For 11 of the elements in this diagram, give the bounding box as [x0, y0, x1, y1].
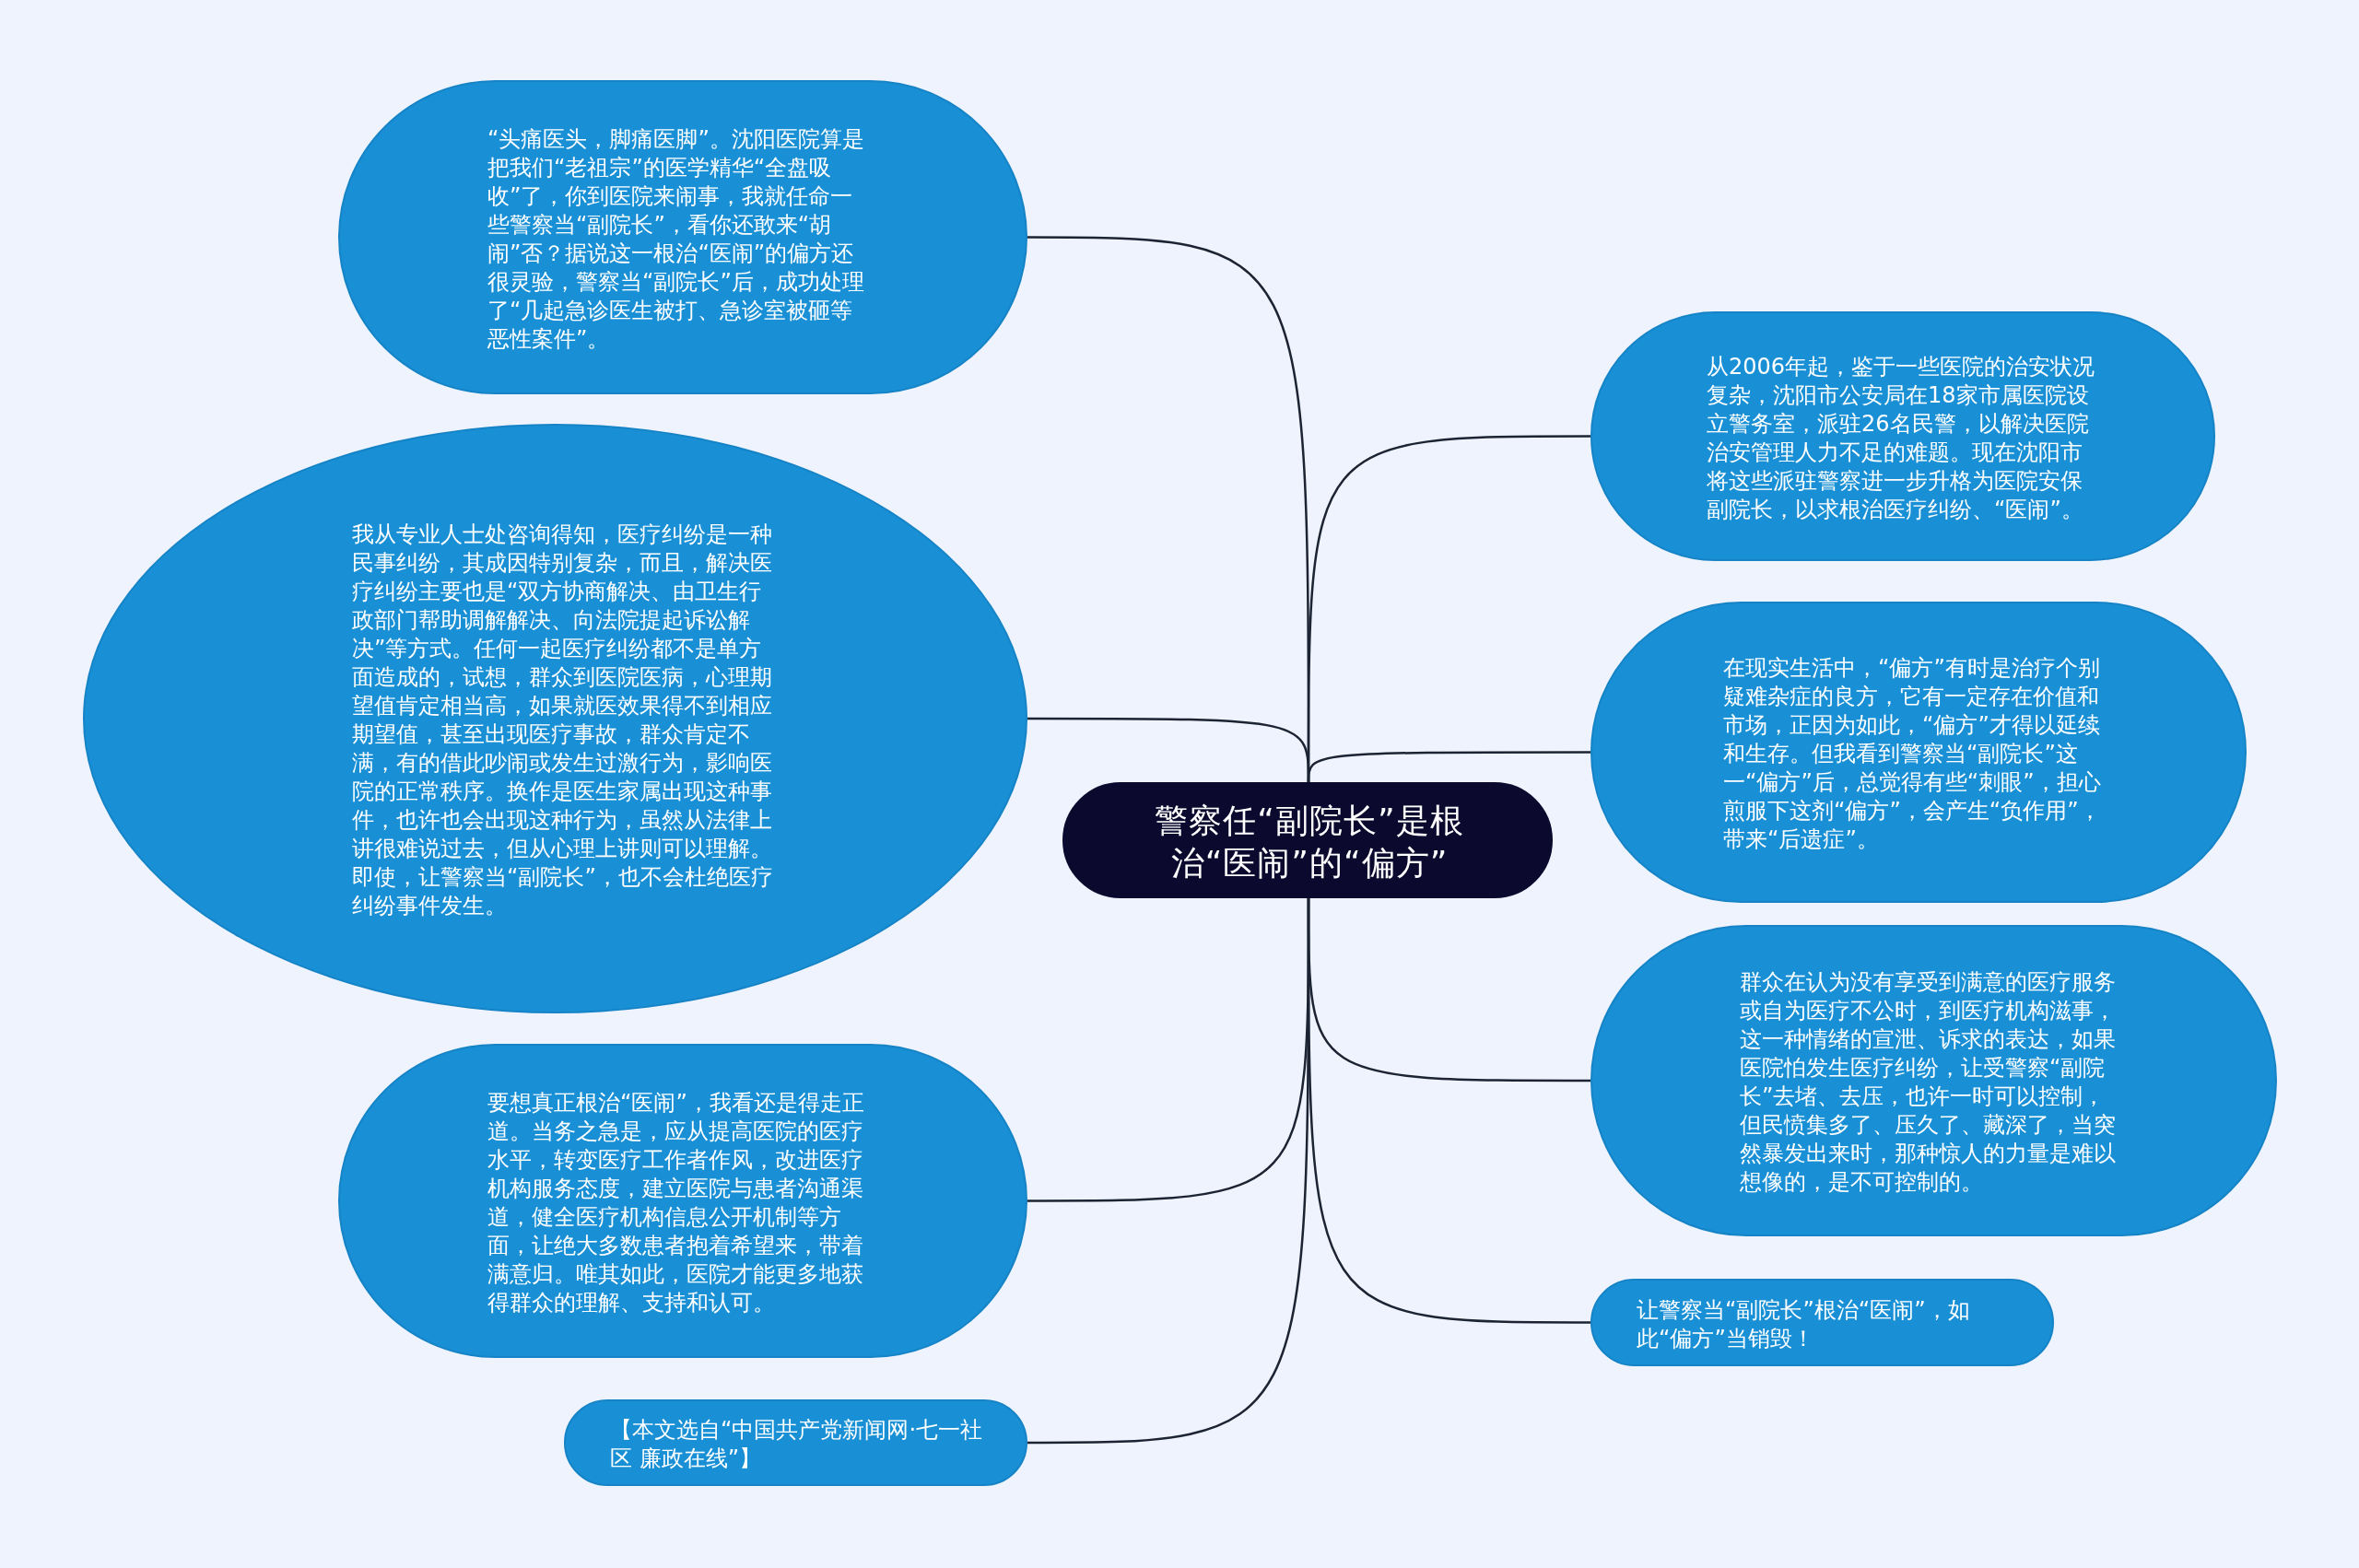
topic-title: 警察任“副院长”是根治“医闹”的“偏方” [1154, 801, 1465, 883]
bubble-text: 从2006年起，鉴于一些医院的治安状况复杂，沈阳市公安局在18家市属医院设立警务室，派驻26名民警，以解决医院治安管理人力不足的难题。现在沈阳市将这些派驻警察进一步升格为医院安保副院长，以求根治医疗纠纷、“医闹”。 [1707, 352, 2096, 524]
bubble-text: 群众在认为没有享受到满意的医疗服务或自为医疗不公时，到医疗机构滋事，这一种情绪的宣泄、诉求的表达，如果医院怕发生医疗纠纷，让受警察“副院长”去堵、去压，也许一时可以控制，但民愤集多了、压久了、藏深了，当突然暴发出来时，那种惊人的力量是难以想像的，是不可控制的。 [1740, 968, 2117, 1197]
bubble-text: 我从专业人士处咨询得知，医疗纠纷是一种民事纠纷，其成因特别复杂，而且，解决医疗纠纷主要也是“双方协商解决、由卫生行政部门帮助调解解决、向法院提起诉讼解决”等方式。任何一起医疗纠纷都不是单方面造成的，试想，群众到医院医病，心理期望值肯定相当高，如果就医效果得不到相应期望值，甚至出现医疗事故，群众肯定不满，有的借此吵闹或发生过激行为，影响医院的正常秩序。换作是医生家属出现这种事件，也许也会出现这种行为，虽然从法律上讲很难说过去，但从心理上讲则可以理解。即使，让警察当“副院长”，也不会杜绝医疗纠纷事件发生。 [352, 521, 774, 920]
connector [1307, 898, 1590, 1324]
connector [1307, 751, 1590, 783]
bubble-text: 在现实生活中，“偏方”有时是治疗个别疑难杂症的良方，它有一定存在价值和市场，正因为如此，“偏方”才得以延续和生存。但我看到警察当“副院长”这一“偏方”后，总觉得有些“刺眼”，担心煎服下这剂“偏方”，会产生“负作用”，带来“后遗症”。 [1723, 654, 2102, 854]
bubble-text: 让警察当“副院长”根治“医闹”，如此“偏方”当销毁！ [1637, 1295, 1971, 1353]
bubble-text: “头痛医头，脚痛医脚”。沈阳医院算是把我们“老祖宗”的医学精华“全盘吸收”了，你到医院来闹事，我就任命一些警察当“副院长”，看你还敢来“胡闹”否？据说这一根治“医闹”的偏方还很灵验，警察当“副院长”后，成功处理了“几起急诊医生被打、急诊室被砸等恶性案件”。 [487, 124, 865, 354]
bubble-text: 要想真正根治“医闹”，我看还是得走正道。当务之急是，应从提高医院的医疗水平，转变医疗工作者作风，改进医疗机构服务态度，建立医院与患者沟通渠道，健全医疗机构信息公开机制等方面，让绝大多数患者抱着希望来，带着满意归。唯其如此，医院才能更多地获得群众的理解、支持和认可。 [487, 1088, 865, 1317]
bubble-text: 【本文选自“中国共产党新闻网·七一社区 廉政在线”】 [610, 1416, 983, 1473]
